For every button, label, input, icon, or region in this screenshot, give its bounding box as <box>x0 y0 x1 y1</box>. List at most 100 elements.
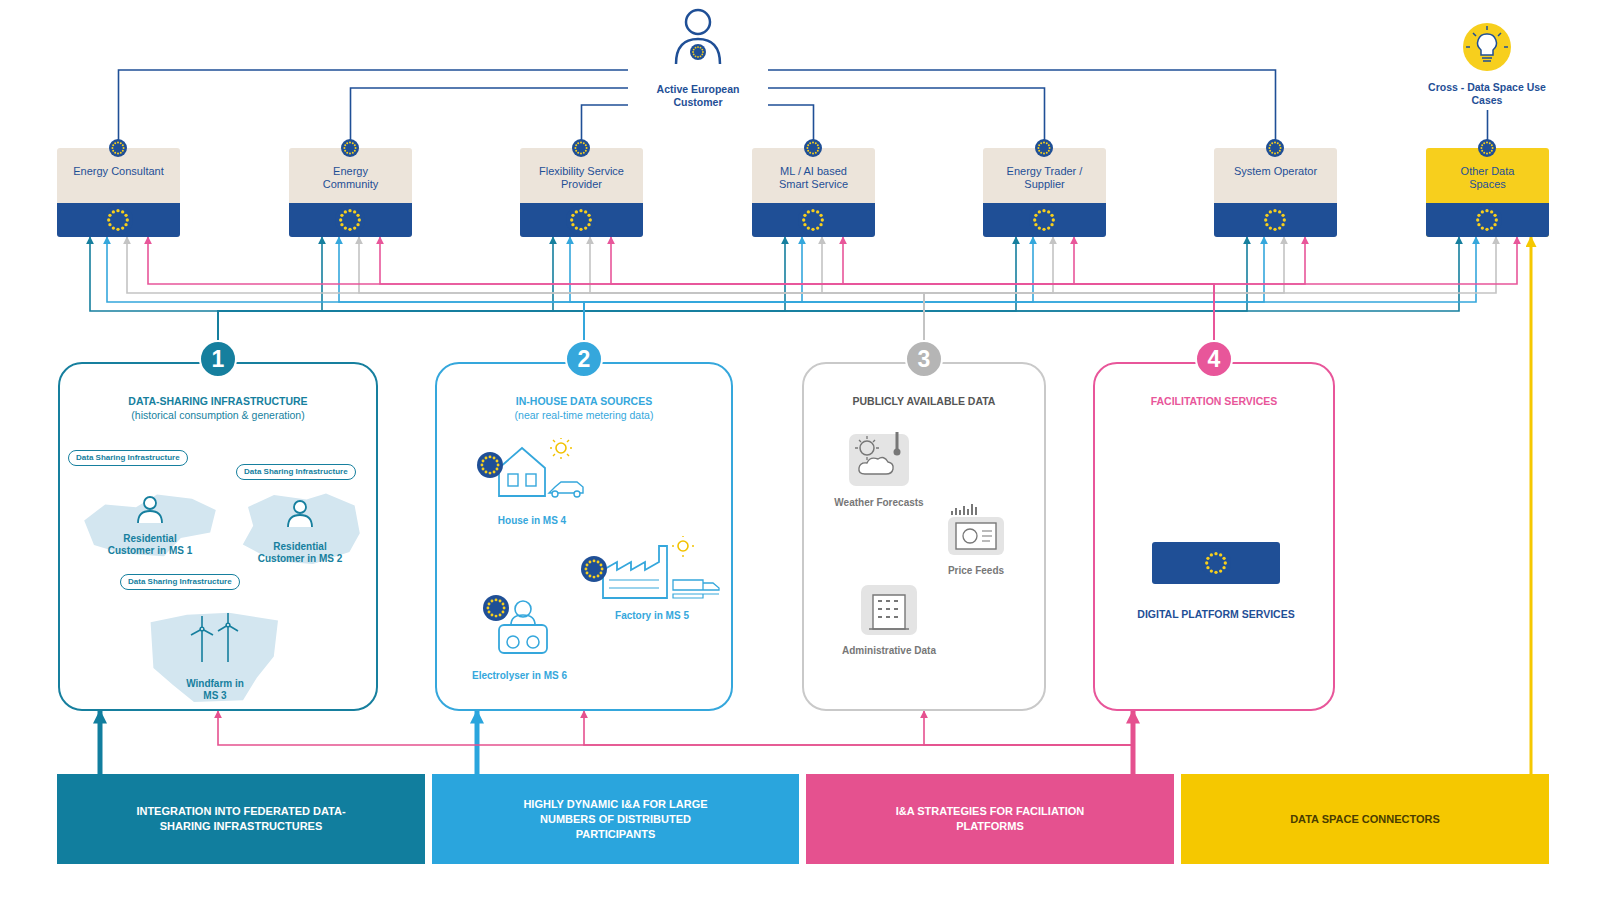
connector <box>218 237 322 362</box>
decor-use <box>1260 205 1290 235</box>
decor-circle <box>686 10 710 34</box>
decor-path <box>878 601 898 617</box>
decor-path <box>859 458 893 474</box>
connector <box>1131 711 1136 774</box>
node-label: Flexibility Service Provider <box>536 165 628 191</box>
decor-svg <box>180 613 250 663</box>
decor-use <box>798 205 828 235</box>
decor-circle <box>226 623 230 627</box>
decor-circle <box>144 497 156 509</box>
callout-number: 2 <box>565 340 603 378</box>
connector <box>218 237 785 362</box>
node-label: Electrolyser in MS 6 <box>472 670 567 682</box>
node-label: HIGHLY DYNAMIC I&A FOR LARGE NUMBERS OF … <box>501 797 731 842</box>
node-label: Weather Forecasts <box>834 497 923 509</box>
connector <box>107 237 584 362</box>
connector <box>351 88 629 148</box>
decor-use <box>1478 139 1496 157</box>
node-label: Other Data Spaces <box>1442 165 1534 191</box>
connector <box>90 237 218 362</box>
decor-svg <box>475 438 589 500</box>
eu-dot <box>804 139 822 157</box>
decor-path <box>499 448 545 496</box>
decor-svg <box>1152 542 1280 584</box>
decor-use <box>1029 205 1059 235</box>
bulb-icon <box>1462 22 1512 76</box>
approach-band: I&A STRATEGIES FOR FACILIATION PLATFORMS <box>806 774 1174 864</box>
connector <box>768 70 1276 148</box>
eu-dot <box>1266 139 1284 157</box>
node-label: ML / AI based Smart Service <box>768 165 860 191</box>
decor-path <box>151 613 278 702</box>
source-item: Price Feeds <box>914 499 1038 579</box>
node-label: Residential Customer in MS 1 <box>100 533 200 557</box>
connector <box>1214 237 1305 362</box>
connector <box>1074 237 1214 362</box>
node-label: FACILITATION SERVICES <box>1095 394 1333 408</box>
decor-circle <box>552 491 558 497</box>
eu-dot <box>572 139 590 157</box>
data-source-panel: DATA-SHARING INFRASTRUCTURE(historical c… <box>58 362 378 711</box>
node-label: Data Sharing Infrastructure <box>128 577 232 587</box>
node-label: DIGITAL PLATFORM SERVICES <box>1137 608 1294 620</box>
decor-circle <box>200 627 204 631</box>
connector <box>1530 237 1533 774</box>
decor-circle <box>860 441 874 455</box>
eu-dot <box>1478 139 1496 157</box>
decor-svg <box>566 205 596 235</box>
admin-icon <box>855 581 923 641</box>
node-label: House in MS 4 <box>498 515 566 527</box>
node-label: Cross - Data Space Use Cases <box>1422 81 1552 107</box>
decor-rect <box>499 625 547 653</box>
node-label: Energy Community <box>305 165 397 191</box>
decor-rect <box>956 523 996 549</box>
decor-path <box>191 616 213 662</box>
persons-icon <box>282 498 318 532</box>
connector <box>584 237 1033 362</box>
actor-node: Active European Customer <box>628 0 768 112</box>
node-label: Active European Customer <box>643 83 753 109</box>
decor-use <box>1266 139 1284 157</box>
connector <box>924 237 1053 362</box>
decor-rect <box>508 474 518 486</box>
factory-icon <box>579 536 725 604</box>
data-source-panel: PUBLICLY AVAILABLE DATAWeather Forecasts… <box>802 362 1046 711</box>
connector <box>584 237 1476 362</box>
price-icon <box>940 501 1012 561</box>
decor-svg <box>483 595 557 657</box>
node-label: Factory in MS 5 <box>615 610 689 622</box>
decor-use <box>690 44 706 60</box>
elec-icon <box>483 595 557 661</box>
node-subtitle: (historical consumption & generation) <box>60 408 376 422</box>
actor-node: Cross - Data Space Use Cases <box>1412 22 1562 110</box>
decor-circle <box>894 449 901 456</box>
connector <box>218 237 1016 362</box>
decor-circle <box>527 636 539 648</box>
connector <box>768 105 814 148</box>
connector <box>924 711 1133 774</box>
decor-circle <box>574 491 580 497</box>
decor-use <box>1472 205 1502 235</box>
connector <box>218 237 1247 362</box>
source-item: Weather Forecasts <box>814 426 944 511</box>
node-label: Energy Trader / Supplier <box>999 165 1091 191</box>
source-item: Windfarm in MS 3 <box>145 609 285 704</box>
eu-band <box>983 203 1106 237</box>
connector <box>127 237 924 362</box>
decor-use <box>109 139 127 157</box>
eu-band <box>289 203 412 237</box>
node-label: Administrative Data <box>842 645 936 657</box>
decor-use <box>566 205 596 235</box>
service-box: Flexibility Service Provider <box>520 148 643 237</box>
connector <box>339 237 584 362</box>
node-label: Price Feeds <box>948 565 1004 577</box>
decor-rect <box>849 434 909 486</box>
decor-circle <box>678 541 688 551</box>
decor-path <box>288 515 312 527</box>
eu-band <box>1214 203 1337 237</box>
connector <box>1214 237 1517 362</box>
connector <box>359 237 924 362</box>
node-subtitle: (near real-time metering data) <box>437 408 731 422</box>
decor-path <box>896 432 899 450</box>
